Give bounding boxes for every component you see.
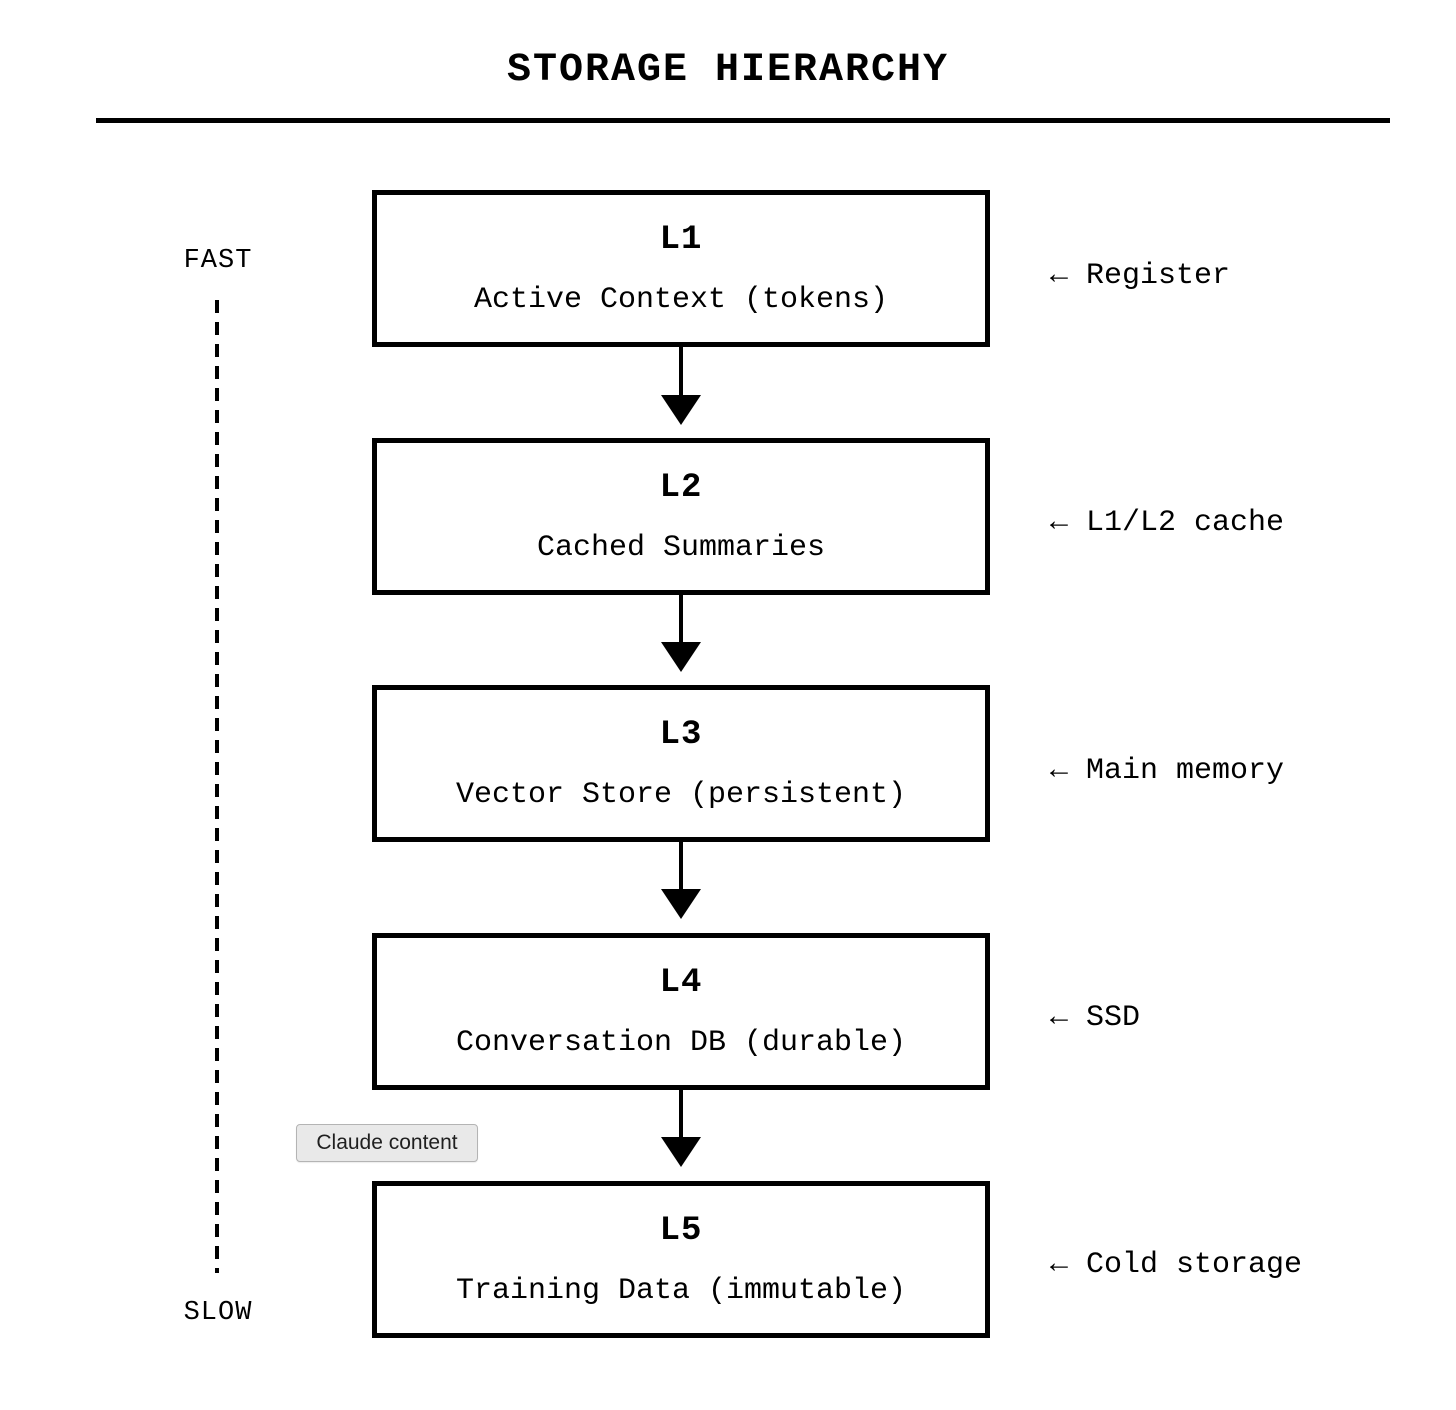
level-box-l1: L1 Active Context (tokens) [372,190,990,347]
arrow-shaft [679,1089,683,1137]
arrow-shaft [679,594,683,642]
arrow-l3-to-l4 [661,841,701,919]
annotation-register: ← Register [1050,259,1231,293]
level-id: L5 [659,1211,703,1250]
fast-label: FAST [183,246,253,276]
level-box-l3: L3 Vector Store (persistent) [372,685,990,842]
arrow-l2-to-l3 [661,594,701,672]
level-box-l2: L2 Cached Summaries [372,438,990,595]
level-box-l5: L5 Training Data (immutable) [372,1181,990,1338]
arrow-l1-to-l2 [661,347,701,425]
annotation-l1-l2-cache: ← L1/L2 cache [1050,506,1285,540]
arrow-down-icon [661,1137,701,1167]
level-name: Cached Summaries [536,530,826,565]
level-name: Active Context (tokens) [473,282,889,317]
page-title: STORAGE HIERARCHY [506,48,950,93]
level-id: L3 [659,715,703,754]
arrow-down-icon [661,642,701,672]
annotation-cold-storage: ← Cold storage [1050,1248,1303,1282]
level-box-l4: L4 Conversation DB (durable) [372,933,990,1090]
arrow-l4-to-l5 [661,1089,701,1167]
arrow-down-icon [661,395,701,425]
level-id: L1 [659,220,703,259]
level-id: L4 [659,963,703,1002]
arrow-down-icon [661,889,701,919]
level-name: Conversation DB (durable) [455,1025,907,1060]
claude-content-tooltip: Claude content [296,1124,478,1162]
level-name: Vector Store (persistent) [455,777,907,812]
annotation-ssd: ← SSD [1050,1001,1141,1035]
arrow-shaft [679,841,683,889]
title-divider-line [96,118,1390,123]
arrow-shaft [679,347,683,395]
speed-axis-dashed-line [215,300,219,1273]
annotation-main-memory: ← Main memory [1050,754,1285,788]
level-id: L2 [659,468,703,507]
level-name: Training Data (immutable) [455,1273,907,1308]
slow-label: SLOW [183,1298,253,1328]
